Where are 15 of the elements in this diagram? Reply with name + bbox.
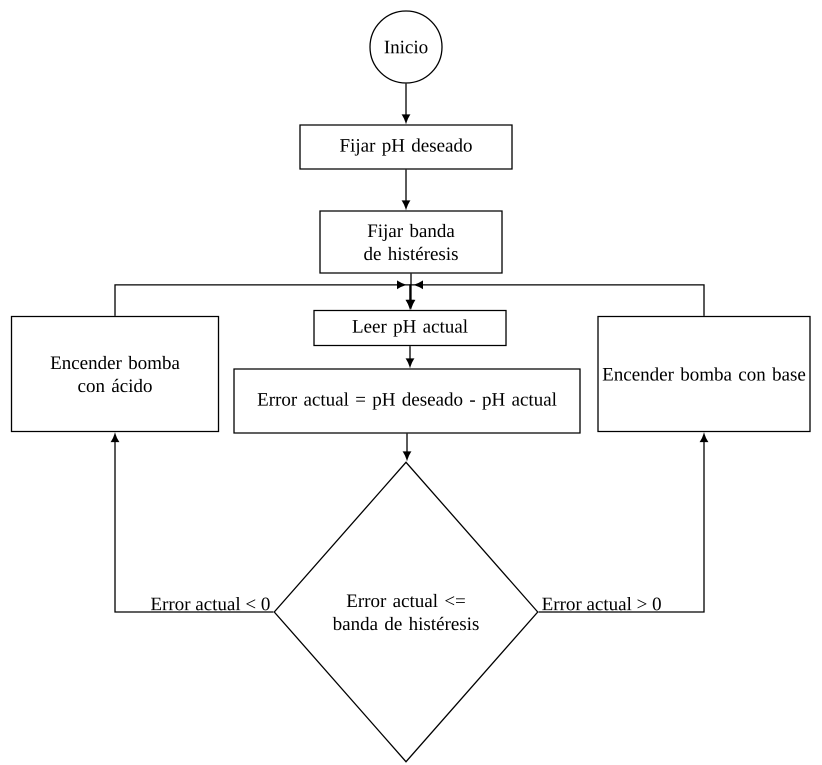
arrow <box>406 346 414 367</box>
process-box: Leer pH actual <box>313 310 507 346</box>
arrow <box>111 434 274 613</box>
process-box: Error actual = pH deseado - pH actual <box>233 368 581 434</box>
process-box: Fijar banda de histéresis <box>319 210 503 274</box>
process-box: Fijar pH deseado <box>299 124 513 170</box>
arrow <box>402 170 410 209</box>
edge-label: Error actual < 0 <box>151 596 270 610</box>
process-box: Encender bomba con ácido <box>10 316 220 432</box>
arrow <box>538 434 708 613</box>
arrow <box>403 434 411 460</box>
process-box: Encender bomba con base <box>597 316 811 432</box>
arrow <box>402 84 410 123</box>
edge-label: Error actual > 0 <box>542 596 661 610</box>
arrow <box>406 280 705 316</box>
